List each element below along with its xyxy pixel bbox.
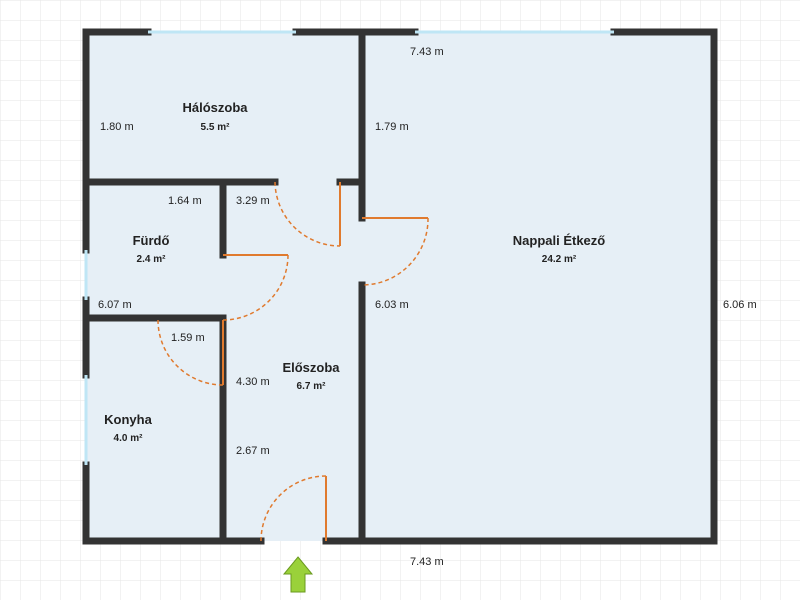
dim-left-total: 6.07 m xyxy=(98,299,132,311)
dim-kitchen-height: 2.67 m xyxy=(236,445,270,457)
room-area-kitchen: 4.0 m² xyxy=(114,433,144,444)
room-name-bathroom: Fürdő xyxy=(133,233,170,248)
dim-bedroom-height: 1.80 m xyxy=(100,121,134,133)
windows xyxy=(84,30,614,465)
door-kitchen-swing xyxy=(157,319,224,386)
dim-bedroom-right: 1.79 m xyxy=(375,121,409,133)
dim-kitchen-width: 1.59 m xyxy=(171,332,205,344)
dimension-labels: 7.43 m 1.80 m 1.79 m 1.64 m 3.29 m 6.07 … xyxy=(98,46,757,568)
door-bedroom-swing xyxy=(274,181,341,247)
room-area-bathroom: 2.4 m² xyxy=(137,254,167,265)
dim-bathroom-width: 1.64 m xyxy=(168,195,202,207)
up-arrow-icon xyxy=(282,556,314,593)
walls xyxy=(82,28,718,545)
dim-bottom-total: 7.43 m xyxy=(410,556,444,568)
door-entrance-swing xyxy=(260,475,327,542)
door-bathroom-swing xyxy=(222,254,289,321)
room-labels: Hálószoba 5.5 m² Fürdő 2.4 m² Konyha 4.0… xyxy=(104,100,605,444)
room-area-bedroom: 5.5 m² xyxy=(201,122,231,133)
room-name-bedroom: Hálószoba xyxy=(182,100,248,115)
dim-hallway-height: 4.30 m xyxy=(236,376,270,388)
room-name-living-dining: Nappali Étkező xyxy=(513,233,606,248)
room-area-hallway: 6.7 m² xyxy=(297,381,327,392)
room-name-kitchen: Konyha xyxy=(104,412,152,427)
dim-hallway-width: 3.29 m xyxy=(236,195,270,207)
room-area-living-dining: 24.2 m² xyxy=(542,254,577,265)
doors xyxy=(157,181,429,542)
dim-living-left: 6.03 m xyxy=(375,299,409,311)
dim-living-top: 7.43 m xyxy=(410,46,444,58)
floor xyxy=(86,32,714,541)
room-name-hallway: Előszoba xyxy=(282,360,340,375)
door-living-swing xyxy=(361,217,429,286)
dim-right-total: 6.06 m xyxy=(723,299,757,311)
